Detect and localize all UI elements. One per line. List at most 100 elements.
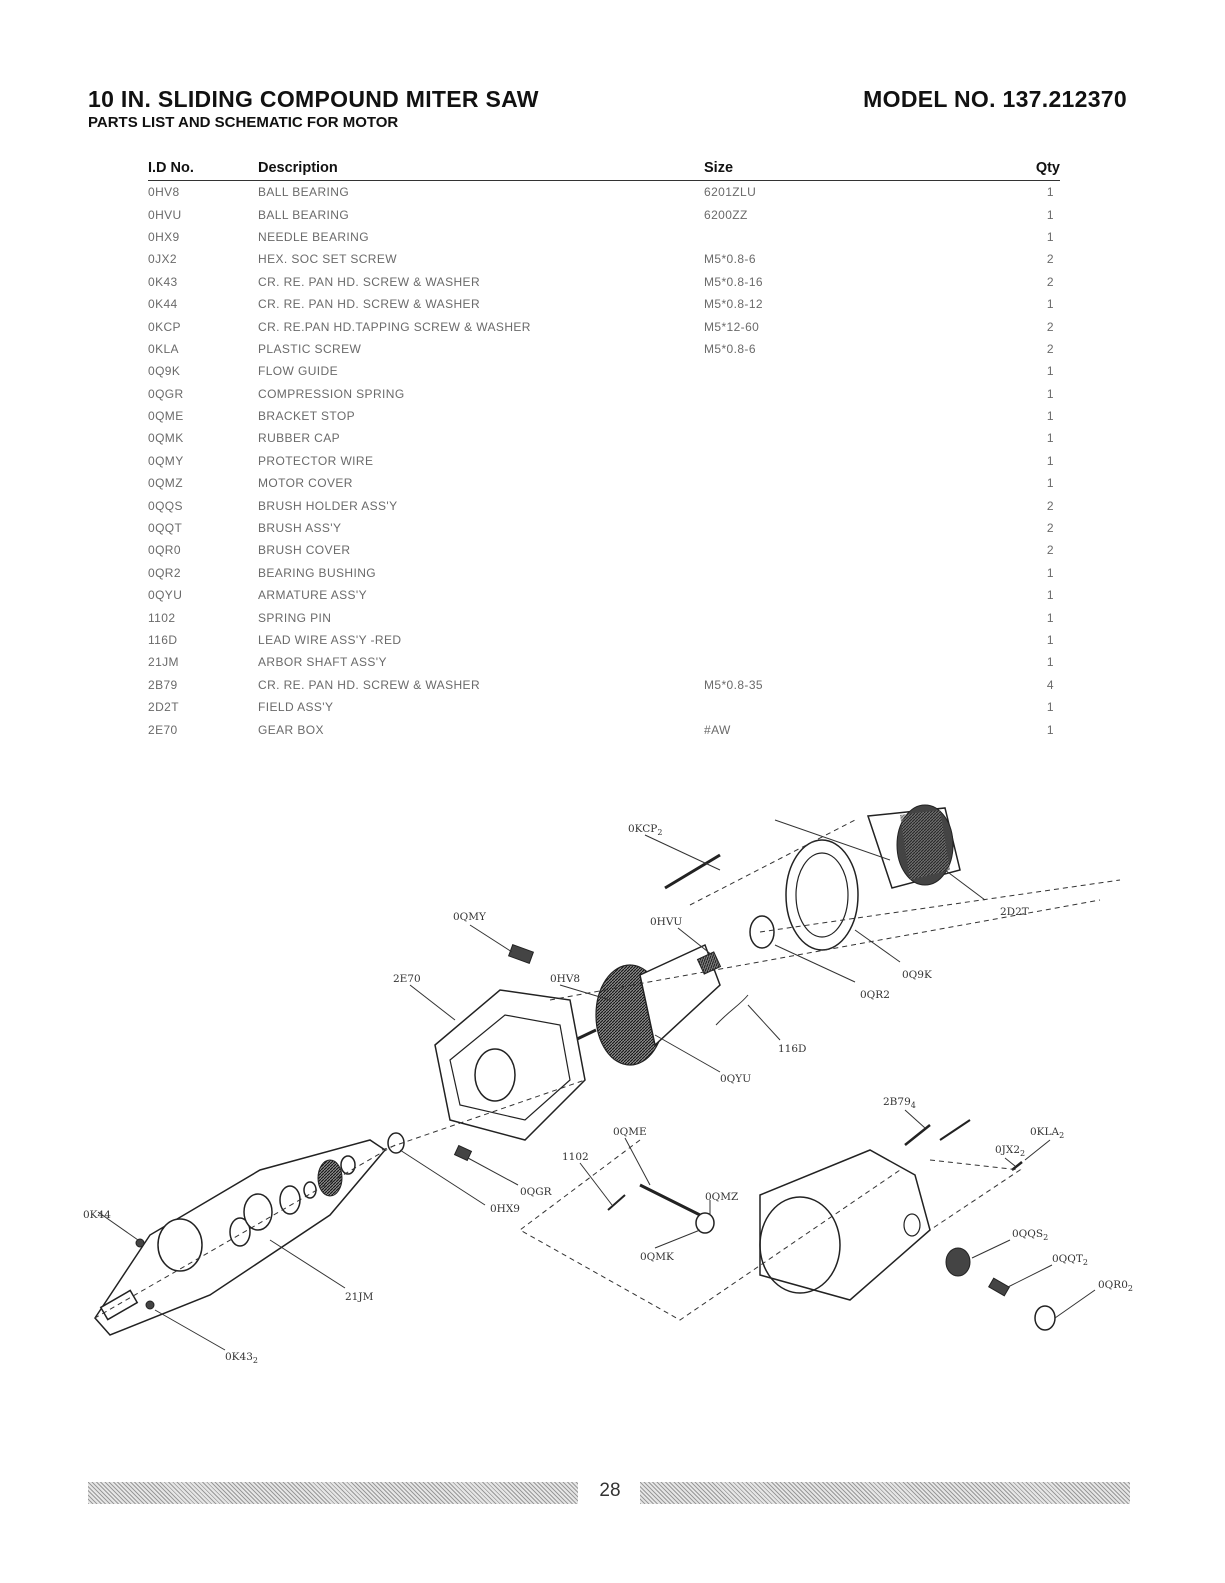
callout-quantity: 2 <box>1020 1149 1025 1158</box>
cell-description: BALL BEARING <box>258 207 350 222</box>
set-screw-drawing <box>1011 1161 1023 1171</box>
column-header-size: Size <box>704 158 1004 181</box>
callout-text: 0Q9K <box>902 969 932 981</box>
spring-pin-drawing <box>607 1194 626 1211</box>
cell-description: CR. RE. PAN HD. SCREW & WASHER <box>258 677 481 692</box>
callout-0kcp: 0KCP2 <box>628 823 662 837</box>
callout-text: 0QGR <box>520 1186 553 1198</box>
cell-qty: 4 <box>1046 677 1054 692</box>
brush-drawing <box>988 1277 1010 1297</box>
cell-description: BRUSH HOLDER ASS'Y <box>258 498 398 513</box>
callout-0qme: 0QME <box>613 1126 647 1138</box>
plastic-screw-drawing <box>939 1119 971 1141</box>
cell-id: 0KLA <box>148 341 179 356</box>
model-number: MODEL NO. 137.212370 <box>863 86 1127 112</box>
cell-description: ARBOR SHAFT ASS'Y <box>258 655 387 670</box>
callout-text: 2E70 <box>393 973 421 985</box>
callout-text: 2D2T <box>1000 906 1029 918</box>
tapping-screw-drawing <box>664 853 721 890</box>
cell-id: 0JX2 <box>148 252 177 267</box>
cell-qty: 1 <box>1046 722 1054 737</box>
callout-text: 0QQT <box>1052 1253 1083 1265</box>
page-subtitle: PARTS LIST AND SCHEMATIC FOR MOTOR <box>88 114 399 131</box>
cell-id: 0QME <box>148 409 184 424</box>
cell-id: 2B79 <box>148 677 178 692</box>
callout-text: 0QR0 <box>1098 1279 1128 1291</box>
column-header-description: Description <box>258 158 704 181</box>
callout-text: 0HVU <box>650 916 682 928</box>
cell-size: #AW <box>704 722 731 737</box>
callout-2e70: 2E70 <box>393 973 421 985</box>
callout-text: 0QME <box>613 1126 647 1138</box>
cell-description: NEEDLE BEARING <box>258 229 369 244</box>
callout-0qr0: 0QR02 <box>1098 1279 1133 1293</box>
cell-description: SPRING PIN <box>258 610 332 625</box>
cell-id: 0QMK <box>148 431 184 446</box>
callout-text: 116D <box>778 1043 806 1055</box>
callout-0qqt: 0QQT2 <box>1052 1253 1088 1267</box>
callout-0qqs: 0QQS2 <box>1012 1228 1048 1242</box>
callout-quantity: 4 <box>911 1101 916 1110</box>
cell-qty: 1 <box>1046 655 1054 670</box>
callout-21jm: 21JM <box>345 1291 374 1303</box>
cell-qty: 1 <box>1046 431 1054 446</box>
callout-quantity: 2 <box>657 828 662 837</box>
cell-id: 0HVU <box>148 207 182 222</box>
compression-spring-drawing <box>453 1144 473 1162</box>
callout-0hv8: 0HV8 <box>550 973 580 985</box>
callout-text: 0QMZ <box>705 1191 738 1203</box>
cell-id: 0QQS <box>148 498 183 513</box>
cell-description: CR. RE. PAN HD. SCREW & WASHER <box>258 297 481 312</box>
column-header-id: I.D No. <box>148 158 258 181</box>
cell-size: M5*0.8-35 <box>704 677 763 692</box>
callout-0qmy: 0QMY <box>453 911 487 923</box>
cell-description: BRUSH COVER <box>258 543 351 558</box>
column-header-qty: Qty <box>1004 158 1060 181</box>
callout-text: 0QMY <box>453 911 487 923</box>
cell-qty: 2 <box>1046 341 1054 356</box>
cell-qty: 1 <box>1046 207 1054 222</box>
cell-qty: 2 <box>1046 521 1054 536</box>
callout-0kla: 0KLA2 <box>1030 1126 1064 1140</box>
cell-id: 2E70 <box>148 722 178 737</box>
brush-holder-drawing <box>945 1247 971 1277</box>
callout-0qgr: 0QGR <box>520 1186 553 1198</box>
gear-box-drawing <box>434 989 586 1141</box>
cell-description: ARMATURE ASS'Y <box>258 588 368 603</box>
cell-description: RUBBER CAP <box>258 431 341 446</box>
cell-id: 0QMZ <box>148 476 183 491</box>
callout-text: 2B79 <box>883 1096 911 1108</box>
callout-text: 0K43 <box>225 1351 253 1363</box>
cell-id: 0KCP <box>148 319 181 334</box>
protector-wire-drawing <box>507 943 535 965</box>
callout-quantity: 2 <box>1083 1258 1088 1267</box>
cell-description: BRACKET STOP <box>258 409 356 424</box>
pan-head-screw-drawing <box>904 1124 931 1146</box>
cell-description: LEAD WIRE ASS'Y -RED <box>258 633 402 647</box>
cell-qty: 2 <box>1046 543 1054 558</box>
cell-description: CR. RE. PAN HD. SCREW & WASHER <box>258 274 481 289</box>
callout-0hx9: 0HX9 <box>490 1203 520 1215</box>
callout-2d2t: 2D2T <box>1000 906 1029 918</box>
page-title: 10 IN. SLIDING COMPOUND MITER SAW <box>88 86 539 112</box>
callout-0hvu: 0HVU <box>650 916 682 928</box>
cell-qty: 1 <box>1046 476 1054 491</box>
arbor-shaft-drawing <box>94 1139 387 1336</box>
cell-id: 0K43 <box>148 274 178 289</box>
cell-qty: 1 <box>1046 409 1054 424</box>
table-header-row: I.D No. Description Size Qty <box>148 158 1060 181</box>
callout-text: 0JX2 <box>995 1144 1020 1156</box>
